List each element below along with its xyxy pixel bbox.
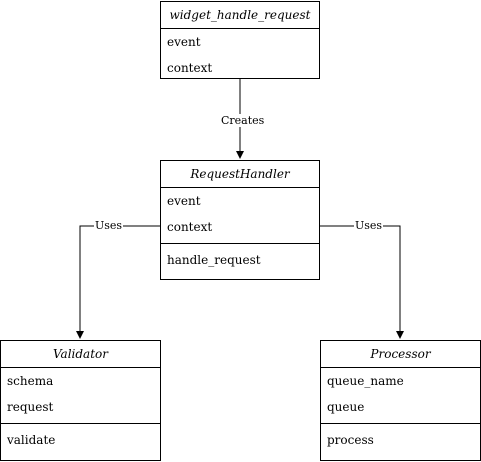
processor-class: Processor queue_name queue process xyxy=(320,340,481,461)
method-list: process xyxy=(321,423,480,453)
attribute-event: event xyxy=(167,35,201,49)
class-name: Processor xyxy=(321,341,480,368)
attribute-queue: queue xyxy=(327,400,365,414)
attribute-queue-name: queue_name xyxy=(327,374,404,388)
attribute-schema: schema xyxy=(7,374,54,388)
attribute-context: context xyxy=(167,220,213,234)
attribute-list: event context xyxy=(161,29,319,84)
request-handler-class: RequestHandler event context handle_requ… xyxy=(160,160,320,280)
attribute-list: queue_name queue xyxy=(321,368,480,423)
uses-processor-edge xyxy=(320,225,404,339)
uses-processor-label: Uses xyxy=(354,219,384,232)
method-process: process xyxy=(327,433,374,447)
class-name: widget_handle_request xyxy=(161,2,319,29)
attribute-context: context xyxy=(167,61,213,75)
attribute-list: event context xyxy=(161,188,319,243)
attribute-request: request xyxy=(7,400,54,414)
method-validate: validate xyxy=(7,433,56,447)
attribute-list: schema request xyxy=(1,368,160,423)
widget-handle-request-class: widget_handle_request event context xyxy=(160,1,320,79)
method-list: handle_request xyxy=(161,243,319,273)
class-name: Validator xyxy=(1,341,160,368)
uses-validator-label: Uses xyxy=(94,219,124,232)
validator-class: Validator schema request validate xyxy=(0,340,161,461)
creates-label: Creates xyxy=(220,114,266,127)
class-name: RequestHandler xyxy=(161,161,319,188)
uses-validator-edge xyxy=(76,225,160,339)
attribute-event: event xyxy=(167,194,201,208)
method-list: validate xyxy=(1,423,160,453)
method-handle-request: handle_request xyxy=(167,253,261,267)
